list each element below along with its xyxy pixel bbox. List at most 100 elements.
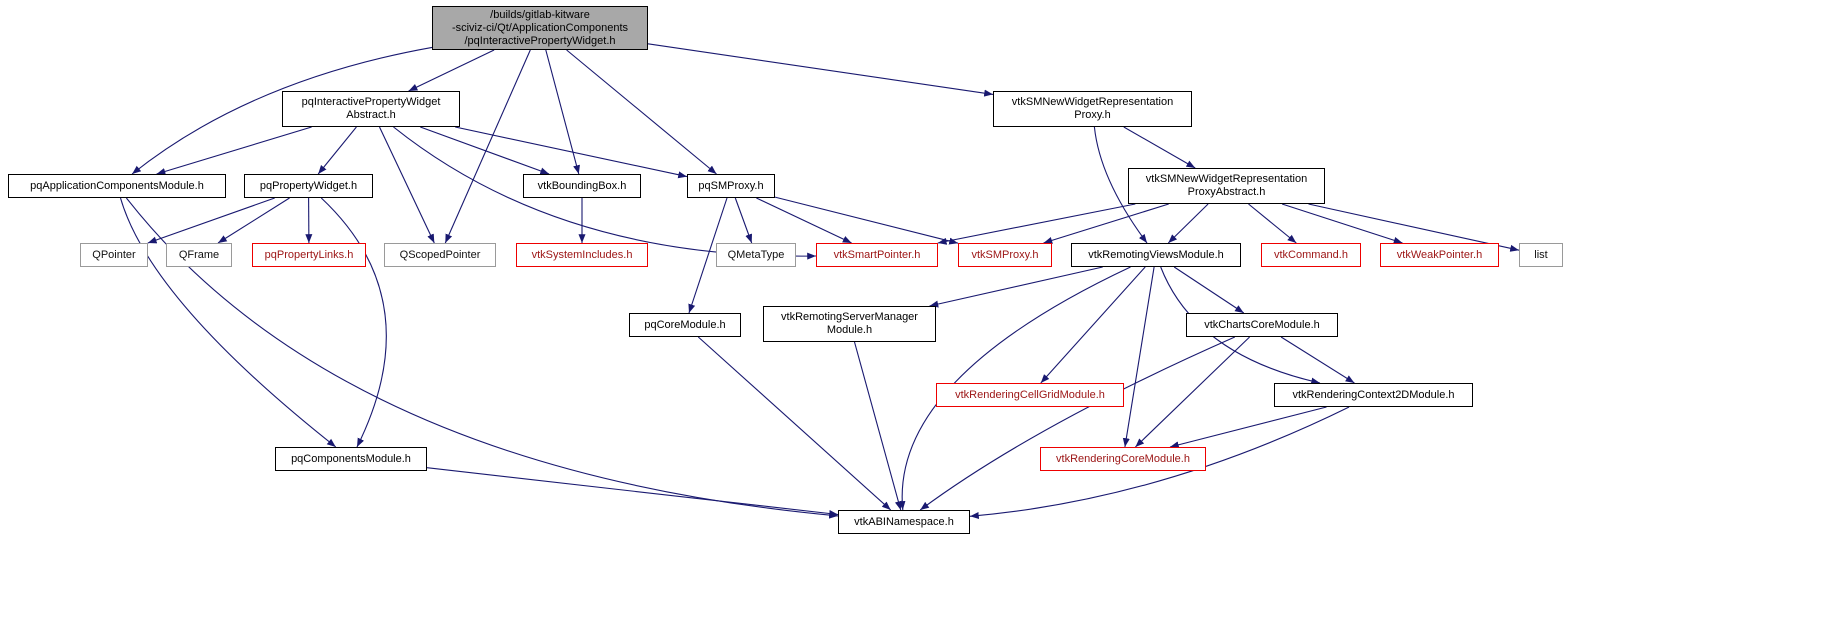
node-label: pqCoreModule.h	[644, 318, 726, 331]
node-label: pqApplicationComponentsModule.h	[30, 179, 204, 192]
node-proplinks[interactable]: pqPropertyLinks.h	[252, 243, 366, 267]
node-vtksmproxy[interactable]: vtkSMProxy.h	[958, 243, 1052, 267]
node-qscopedptr: QScopedPointer	[384, 243, 496, 267]
edge-main-appcompmod	[131, 46, 433, 175]
node-label: pqInteractivePropertyWidget	[301, 96, 441, 108]
edge-remotingviews-context2d	[1160, 266, 1321, 385]
node-label: pqPropertyWidget.h	[259, 179, 358, 192]
node-label: QMetaType	[727, 248, 785, 261]
node-label: /pqInteractivePropertyWidget.h	[464, 34, 616, 47]
node-vtkcommand[interactable]: vtkCommand.h	[1261, 243, 1361, 267]
node-label: vtkWeakPointer.h	[1396, 248, 1483, 261]
edge-smnewproxyabs-weakptr	[1281, 203, 1403, 244]
node-label: vtkBoundingBox.h	[537, 179, 627, 192]
node-chartscore[interactable]: vtkChartsCoreModule.h	[1186, 313, 1338, 337]
edge-pqsmproxy-qmetatype	[734, 197, 753, 244]
edge-remotingviews-remotingsm	[929, 266, 1103, 308]
node-propwidget[interactable]: pqPropertyWidget.h	[244, 174, 373, 198]
node-qframe: QFrame	[166, 243, 232, 267]
edge-main-boundingbox	[545, 49, 580, 175]
edge-context2d-rendcore	[1169, 406, 1327, 449]
node-qpointer: QPointer	[80, 243, 148, 267]
edge-pqsmproxy-vtksmproxy	[774, 196, 959, 245]
node-label: vtkSMNewWidgetRepresentation	[1145, 173, 1308, 185]
node-label: pqComponentsModule.h	[291, 452, 411, 465]
node-label: vtkRenderingCellGridModule.h	[955, 388, 1105, 401]
edge-pqcoremod-abinamespace	[697, 336, 892, 511]
edge-main-smnewproxy	[647, 43, 994, 97]
node-label: -sciviz-ci/Qt/ApplicationComponents	[451, 21, 629, 34]
node-label: vtkSystemIncludes.h	[531, 248, 633, 261]
node-label: pqPropertyLinks.h	[264, 248, 354, 261]
edge-context2d-abinamespace	[969, 406, 1350, 520]
edge-remotingviews-rendcore	[1122, 266, 1155, 448]
edge-appcompmod-pqcompmod	[119, 197, 337, 448]
node-list: list	[1519, 243, 1563, 267]
edge-pqsmproxy-pqcoremod	[688, 197, 728, 314]
edge-smnewproxyabs-list	[1308, 203, 1520, 252]
node-label: vtkRemotingServerManager	[781, 311, 918, 323]
node-label: vtkSMNewWidgetRepresentation	[1011, 96, 1174, 108]
node-label: list	[1534, 248, 1548, 261]
node-label: Proxy.h	[1074, 109, 1111, 121]
edge-abstract-qscopedptr	[379, 126, 435, 244]
edge-smnewproxy-remotingviews	[1093, 126, 1148, 244]
node-label: vtkCommand.h	[1274, 248, 1348, 261]
edge-pqsmproxy-smartptr	[756, 197, 852, 244]
edge-abstract-boundingbox	[420, 126, 550, 175]
node-label: vtkChartsCoreModule.h	[1204, 318, 1320, 331]
edge-main-abstract	[408, 49, 495, 92]
node-cellgrid[interactable]: vtkRenderingCellGridModule.h	[936, 383, 1124, 407]
node-main: /builds/gitlab-kitware-sciviz-ci/Qt/Appl…	[432, 6, 648, 50]
edge-chartscore-rendcore	[1135, 336, 1250, 448]
node-weakptr[interactable]: vtkWeakPointer.h	[1380, 243, 1499, 267]
edge-appcompmod-abinamespace	[125, 197, 839, 519]
edge-pqcompmod-abinamespace	[426, 467, 839, 518]
edge-chartscore-abinamespace	[919, 336, 1236, 511]
node-label: vtkRenderingContext2DModule.h	[1292, 388, 1455, 401]
node-abinamespace[interactable]: vtkABINamespace.h	[838, 510, 970, 534]
node-pqcompmod[interactable]: pqComponentsModule.h	[275, 447, 427, 471]
edge-propwidget-qframe	[217, 197, 290, 244]
edge-remotingviews-chartscore	[1173, 266, 1245, 314]
edge-smnewproxyabs-vtkcommand	[1248, 203, 1297, 244]
node-pqcoremod[interactable]: pqCoreModule.h	[629, 313, 741, 337]
node-label: QFrame	[178, 248, 220, 261]
node-label: vtkSmartPointer.h	[833, 248, 921, 261]
edge-abstract-pqsmproxy	[455, 126, 688, 179]
node-label: pqSMProxy.h	[698, 179, 764, 192]
node-label: Module.h	[826, 324, 873, 336]
node-label: /builds/gitlab-kitware	[490, 8, 590, 21]
edge-main-qscopedptr	[444, 49, 531, 244]
edge-abstract-appcompmod	[156, 126, 312, 175]
node-boundingbox[interactable]: vtkBoundingBox.h	[523, 174, 641, 198]
node-label: ProxyAbstract.h	[1187, 186, 1266, 198]
node-appcompmod[interactable]: pqApplicationComponentsModule.h	[8, 174, 226, 198]
node-context2d[interactable]: vtkRenderingContext2DModule.h	[1274, 383, 1473, 407]
node-rendcore[interactable]: vtkRenderingCoreModule.h	[1040, 447, 1206, 471]
node-label: vtkRenderingCoreModule.h	[1056, 452, 1190, 465]
edge-smnewproxyabs-vtksmproxy	[1043, 203, 1169, 244]
edge-abstract-propwidget	[317, 126, 357, 175]
edge-smnewproxyabs-smartptr	[937, 203, 1136, 245]
node-sysincludes[interactable]: vtkSystemIncludes.h	[516, 243, 648, 267]
edge-chartscore-context2d	[1280, 336, 1355, 384]
node-label: vtkRemotingViewsModule.h	[1088, 248, 1224, 261]
edge-propwidget-pqcompmod	[320, 197, 387, 448]
node-label: QScopedPointer	[399, 248, 481, 261]
node-pqsmproxy[interactable]: pqSMProxy.h	[687, 174, 775, 198]
edge-smnewproxyabs-remotingviews	[1167, 203, 1209, 244]
node-qmetatype: QMetaType	[716, 243, 796, 267]
edge-propwidget-qpointer	[147, 197, 275, 244]
edge-remotingviews-cellgrid	[1040, 266, 1146, 384]
node-smartptr[interactable]: vtkSmartPointer.h	[816, 243, 938, 267]
edge-remotingsm-abinamespace	[853, 341, 902, 511]
node-label: vtkSMProxy.h	[971, 248, 1039, 261]
node-remotingviews[interactable]: vtkRemotingViewsModule.h	[1071, 243, 1241, 267]
